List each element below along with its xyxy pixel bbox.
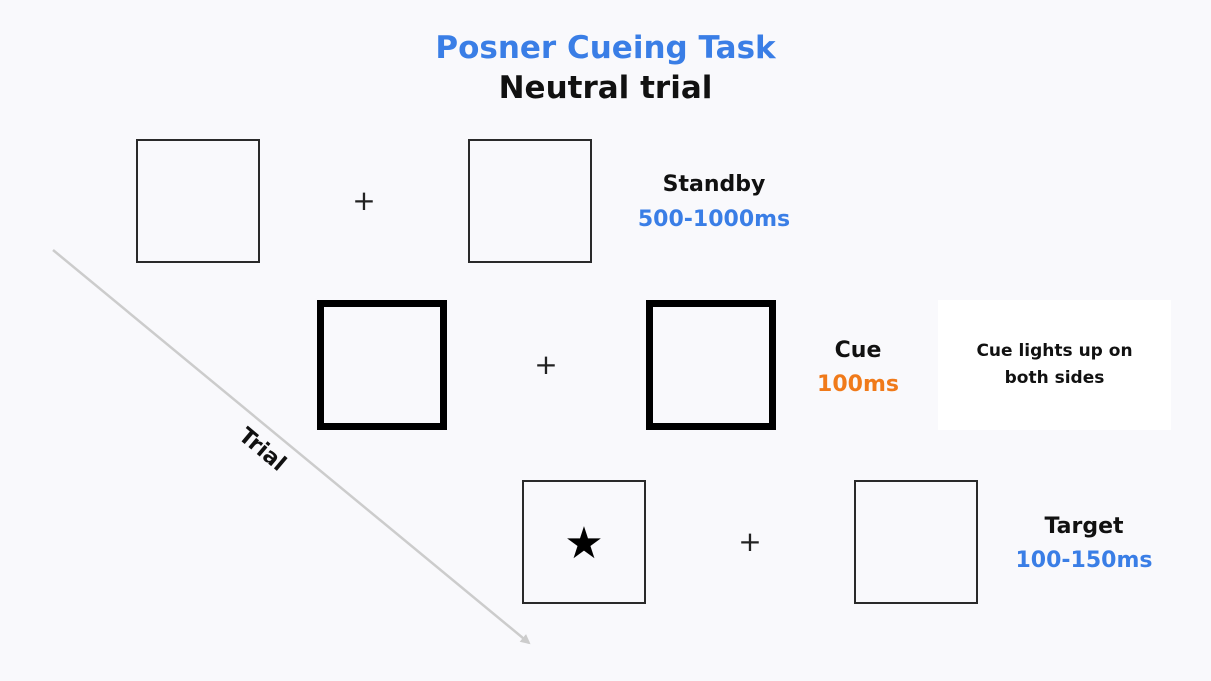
fixation-cross-icon: + bbox=[352, 184, 376, 217]
star-icon: ★ bbox=[564, 518, 604, 569]
fixation-cross-icon: + bbox=[738, 525, 762, 558]
diagram-subtitle: Neutral trial bbox=[498, 70, 713, 106]
cue-left-box bbox=[317, 300, 447, 430]
cue-label: Cue bbox=[834, 338, 882, 363]
cue-right-box bbox=[646, 300, 776, 430]
target-right-box bbox=[854, 480, 978, 604]
trial-arrow-line bbox=[52, 249, 531, 645]
standby-label: Standby bbox=[662, 172, 766, 197]
cue-duration: 100ms bbox=[817, 372, 899, 397]
standby-left-box bbox=[136, 139, 260, 263]
cue-note-box: Cue lights up on both sides bbox=[938, 300, 1171, 430]
standby-duration: 500-1000ms bbox=[637, 207, 791, 232]
fixation-cross-icon: + bbox=[534, 348, 558, 381]
target-duration: 100-150ms bbox=[1015, 548, 1153, 573]
target-left-box: ★ bbox=[522, 480, 646, 604]
standby-right-box bbox=[468, 139, 592, 263]
target-label: Target bbox=[1044, 514, 1124, 539]
diagram-title: Posner Cueing Task bbox=[435, 30, 776, 66]
cue-note-text: Cue lights up on both sides bbox=[976, 340, 1133, 388]
